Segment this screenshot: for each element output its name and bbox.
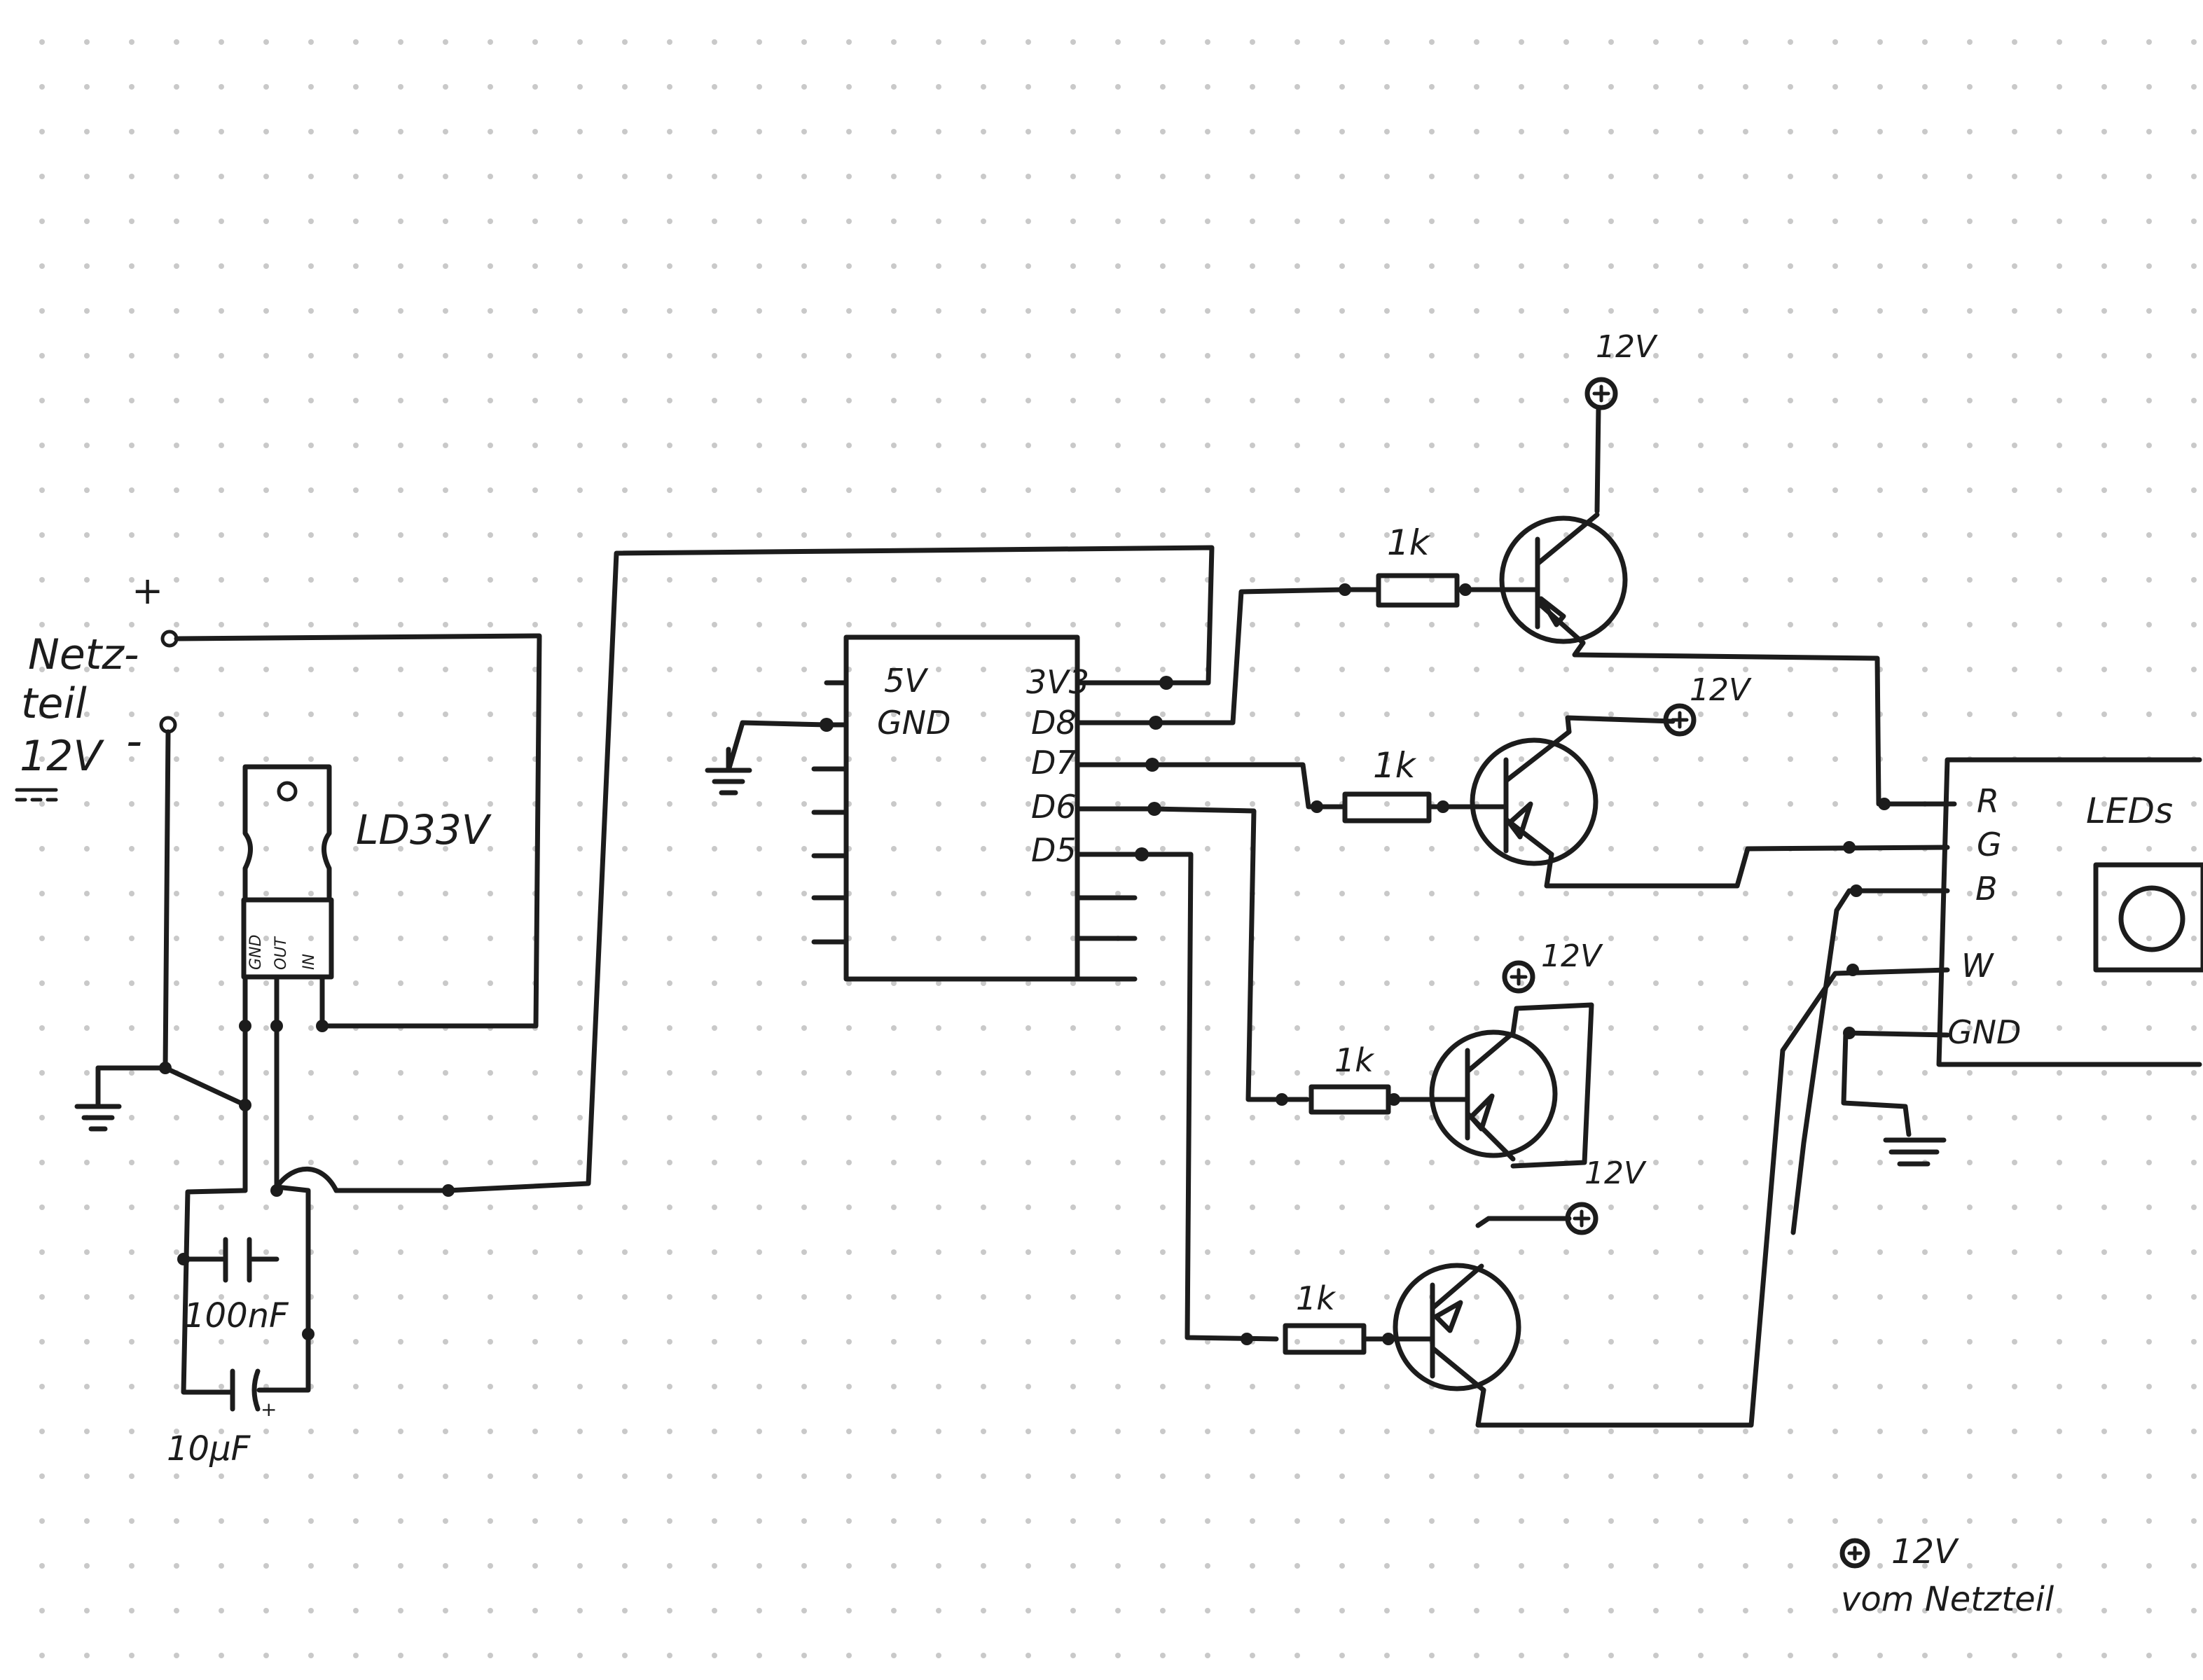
resistor-4: 1k [1283, 1279, 1391, 1355]
capacitor-polarity: + [261, 1398, 277, 1421]
supply-terminal-3: 12V [1502, 938, 1603, 994]
led-strip-component [2093, 862, 2203, 973]
dc-symbol-icon [15, 788, 58, 802]
resistor-3: 1k [1308, 1041, 1397, 1115]
supply-terminal-3-label: 12V [1541, 938, 1603, 974]
supply-minus-label: - [126, 716, 142, 768]
led-pin-b: B [1975, 870, 1998, 908]
supply-terminal-1-label: 12V [1596, 329, 1658, 365]
capacitor-100nf: 100nF [184, 1237, 289, 1335]
resistor-2-label: 1k [1373, 745, 1417, 786]
regulator-pin-in: IN [301, 954, 318, 970]
led-pin-g: G [1977, 826, 2002, 863]
supply-label-line3: 12V [20, 732, 104, 781]
mcu-pin-gnd: GND [877, 704, 951, 742]
microcontroller: 5V GND 3V3 D8 D7 D6 D5 [811, 634, 1169, 982]
mcu-pin-d6: D6 [1031, 788, 1077, 826]
led-pin-gnd: GND [1947, 1013, 2021, 1051]
regulator-name: LD33V [356, 806, 492, 854]
regulator-pin-gnd: GND [247, 935, 265, 970]
transistor-3 [1391, 1029, 1558, 1162]
resistor-4-label: 1k [1296, 1279, 1337, 1317]
ground-icon [74, 1065, 122, 1132]
supply-terminal-4-label: 12V [1584, 1155, 1647, 1191]
capacitor-100nf-label: 100nF [184, 1296, 289, 1335]
voltage-regulator: LD33V GND OUT IN [241, 764, 492, 980]
resistor-1: 1k [1342, 522, 1468, 608]
mcu-pin-d5: D5 [1031, 831, 1077, 869]
capacitor-10uf: + 10µF [167, 1368, 277, 1469]
transistor-4 [1386, 1263, 1521, 1393]
legend-line2: vom Netzteil [1841, 1580, 2054, 1619]
transistor-2 [1440, 729, 1598, 866]
regulator-pin-out: OUT [272, 936, 290, 970]
mcu-pin-d7: D7 [1031, 744, 1077, 782]
supply-plus-label: + [132, 569, 163, 613]
resistor-2: 1k [1342, 745, 1446, 824]
resistor-3-label: 1k [1334, 1041, 1375, 1079]
mcu-pin-3v3: 3V3 [1026, 663, 1089, 701]
wires [95, 405, 1950, 1428]
legend-line1: 12V [1891, 1532, 1959, 1571]
mcu-pin-d8: D8 [1031, 704, 1077, 742]
supply-label-line2: teil [21, 679, 87, 728]
led-lens-icon [2118, 885, 2185, 952]
led-strip: LEDs R G B W GND [1936, 757, 2203, 1067]
capacitor-10uf-label: 10µF [167, 1429, 251, 1469]
mcu-pin-5v: 5V [884, 662, 929, 700]
legend: + 12V vom Netzteil [1839, 1532, 2054, 1619]
led-pin-r: R [1977, 782, 1999, 820]
ground-icon [1883, 1137, 1947, 1167]
supply-terminal-2-label: 12V [1690, 672, 1752, 708]
led-strip-title: LEDs [2086, 791, 2173, 831]
supply-terminal-1: 12V [1584, 329, 1658, 410]
transistor-1 [1463, 512, 1628, 646]
resistor-1-label: 1k [1387, 522, 1431, 563]
led-pin-w: W [1961, 947, 1994, 985]
supply-terminal-4: 12V [1565, 1155, 1647, 1235]
power-supply: + - Netz- teil 12V [15, 569, 179, 802]
junction-dots [159, 583, 1891, 1345]
supply-terminal-2: 12V [1663, 672, 1752, 737]
ground-icon [705, 747, 752, 796]
supply-label-line1: Netz- [28, 630, 139, 679]
